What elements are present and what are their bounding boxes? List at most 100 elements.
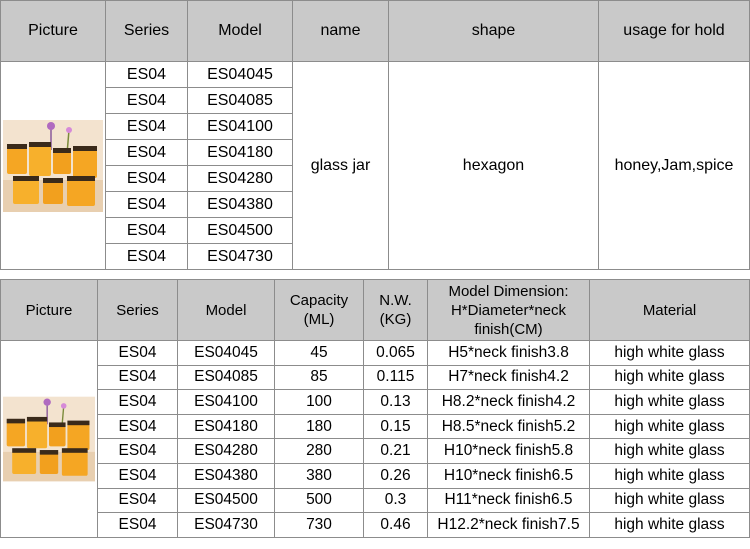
product-overview-table: Picture Series Model name shape usage fo… (0, 0, 750, 270)
model-cell: ES04280 (187, 165, 293, 192)
series-cell: ES04 (97, 340, 178, 366)
model-cell: ES04500 (187, 217, 293, 244)
model-cell: ES04500 (177, 487, 275, 514)
capacity-cell: 380 (274, 462, 364, 489)
model-cell: ES04045 (187, 61, 293, 88)
net-weight-cell: 0.13 (363, 389, 428, 415)
model-cell: ES04730 (177, 512, 275, 538)
series-cell: ES04 (105, 165, 188, 192)
honey-jars-photo-icon (3, 119, 103, 212)
material-cell: high white glass (589, 438, 750, 464)
capacity-cell: 45 (274, 340, 364, 366)
model-cell: ES04100 (177, 389, 275, 415)
model-cell: ES04045 (177, 340, 275, 366)
series-cell: ES04 (105, 191, 188, 218)
header-usage: usage for hold (598, 0, 750, 62)
product-picture-cell (0, 61, 106, 270)
series-cell: ES04 (105, 243, 188, 270)
table-header-row: Picture Series Model Capacity (ML) N.W. … (0, 279, 750, 341)
header-material: Material (589, 279, 750, 341)
usage-cell: honey,Jam,spice (598, 61, 750, 270)
model-cell: ES04380 (187, 191, 293, 218)
model-cell: ES04730 (187, 243, 293, 270)
net-weight-cell: 0.3 (363, 487, 428, 514)
model-cell: ES04085 (187, 87, 293, 114)
model-cell: ES04380 (177, 462, 275, 489)
series-cell: ES04 (97, 462, 178, 489)
series-cell: ES04 (105, 113, 188, 140)
dimension-cell: H11*neck finish6.5 (427, 487, 590, 514)
net-weight-cell: 0.46 (363, 512, 428, 538)
material-cell: high white glass (589, 389, 750, 415)
header-shape: shape (388, 0, 599, 62)
dimension-cell: H12.2*neck finish7.5 (427, 512, 590, 538)
header-model: Model (187, 0, 293, 62)
header-dimension: Model Dimension: H*Diameter*neck finish(… (427, 279, 590, 341)
header-picture: Picture (0, 279, 98, 341)
product-picture-cell (0, 340, 98, 538)
capacity-cell: 85 (274, 364, 364, 391)
header-picture: Picture (0, 0, 106, 62)
series-cell: ES04 (97, 364, 178, 391)
table-row: ES04 ES04045 glass jar hexagon honey,Jam… (0, 61, 750, 270)
product-specification-table: Picture Series Model Capacity (ML) N.W. … (0, 279, 750, 538)
series-cell: ES04 (105, 61, 188, 88)
net-weight-cell: 0.065 (363, 340, 428, 366)
series-cell: ES04 (105, 217, 188, 244)
model-cell: ES04180 (187, 139, 293, 166)
header-net-weight: N.W. (KG) (363, 279, 428, 341)
series-cell: ES04 (105, 87, 188, 114)
model-cell: ES04100 (187, 113, 293, 140)
dimension-cell: H10*neck finish6.5 (427, 462, 590, 489)
series-cell: ES04 (105, 139, 188, 166)
series-cell: ES04 (97, 487, 178, 514)
header-model: Model (177, 279, 275, 341)
net-weight-cell: 0.15 (363, 413, 428, 440)
dimension-cell: H7*neck finish4.2 (427, 364, 590, 391)
capacity-cell: 280 (274, 438, 364, 464)
net-weight-cell: 0.115 (363, 364, 428, 391)
net-weight-cell: 0.21 (363, 438, 428, 464)
model-cell: ES04085 (177, 364, 275, 391)
dimension-cell: H8.5*neck finish5.2 (427, 413, 590, 440)
capacity-cell: 180 (274, 413, 364, 440)
material-cell: high white glass (589, 487, 750, 514)
header-series: Series (97, 279, 178, 341)
material-cell: high white glass (589, 413, 750, 440)
shape-cell: hexagon (388, 61, 599, 270)
material-cell: high white glass (589, 364, 750, 391)
capacity-cell: 100 (274, 389, 364, 415)
model-cell: ES04180 (177, 413, 275, 440)
series-cell: ES04 (97, 389, 178, 415)
table-header-row: Picture Series Model name shape usage fo… (0, 0, 750, 62)
model-cell: ES04280 (177, 438, 275, 464)
capacity-cell: 500 (274, 487, 364, 514)
header-capacity: Capacity (ML) (274, 279, 364, 341)
net-weight-cell: 0.26 (363, 462, 428, 489)
table-row: ES04 ES04045 45 0.065 H5*neck finish3.8 … (0, 340, 750, 538)
series-cell: ES04 (97, 413, 178, 440)
series-cell: ES04 (97, 512, 178, 538)
dimension-cell: H5*neck finish3.8 (427, 340, 590, 366)
header-name: name (292, 0, 389, 62)
material-cell: high white glass (589, 462, 750, 489)
name-cell: glass jar (292, 61, 389, 270)
material-cell: high white glass (589, 340, 750, 366)
dimension-cell: H8.2*neck finish4.2 (427, 389, 590, 415)
material-cell: high white glass (589, 512, 750, 538)
dimension-cell: H10*neck finish5.8 (427, 438, 590, 464)
header-series: Series (105, 0, 188, 62)
capacity-cell: 730 (274, 512, 364, 538)
